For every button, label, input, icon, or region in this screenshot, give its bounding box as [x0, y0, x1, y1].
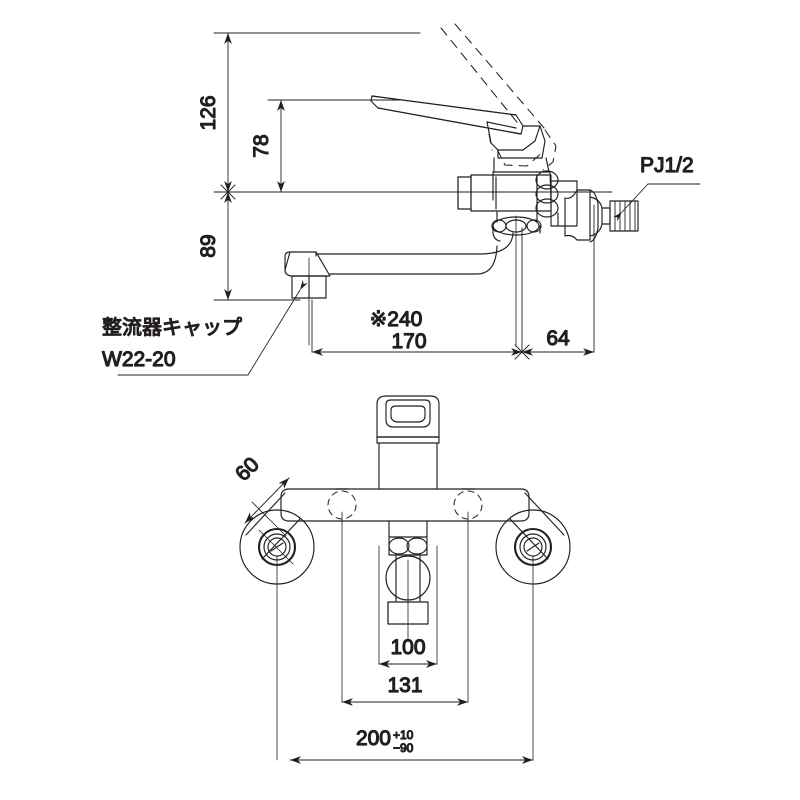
dimension-64-label: 64	[546, 327, 570, 350]
dimension-64	[514, 344, 595, 360]
dimension-126-label: 126	[197, 95, 220, 130]
plan-union-arms	[245, 492, 565, 560]
dimension-240-label: ※240	[370, 308, 423, 331]
dimension-170-label: 170	[391, 330, 426, 353]
dimension-200-tolerance-minus: −90	[393, 741, 414, 755]
plan-extension-lines	[276, 511, 534, 761]
spout-centerline	[308, 215, 517, 346]
dimension-60-label: 60	[231, 453, 264, 486]
dimension-100-label: 100	[390, 636, 425, 659]
callout-aerator-line1: 整流器キャップ	[102, 315, 242, 339]
dimension-78-label: 78	[250, 134, 273, 157]
callout-leader-aerator	[117, 279, 308, 376]
plan-body-bar	[280, 488, 530, 522]
plan-lever-handle	[376, 395, 440, 489]
dimension-200-tolerance-plus: +10	[393, 728, 414, 742]
extension-lines-side	[213, 32, 613, 353]
callout-leader-thread	[612, 183, 701, 222]
dimension-131-label: 131	[387, 674, 422, 697]
thread-nipple	[609, 200, 639, 232]
dimension-60	[244, 477, 294, 565]
lever-handle	[370, 95, 550, 173]
dimension-89-label: 89	[197, 234, 220, 257]
callout-thread-label: PJ1/2	[640, 154, 694, 177]
wall-flange-assembly	[564, 189, 639, 243]
plan-spout-outlet	[385, 520, 431, 625]
lever-open-position-dashed	[440, 23, 557, 171]
dimension-200-label: 200	[356, 727, 391, 750]
spout	[284, 232, 514, 299]
cartridge-body	[457, 170, 578, 242]
callout-aerator-line2: W22-20	[102, 348, 176, 371]
dimension-126	[220, 32, 236, 200]
